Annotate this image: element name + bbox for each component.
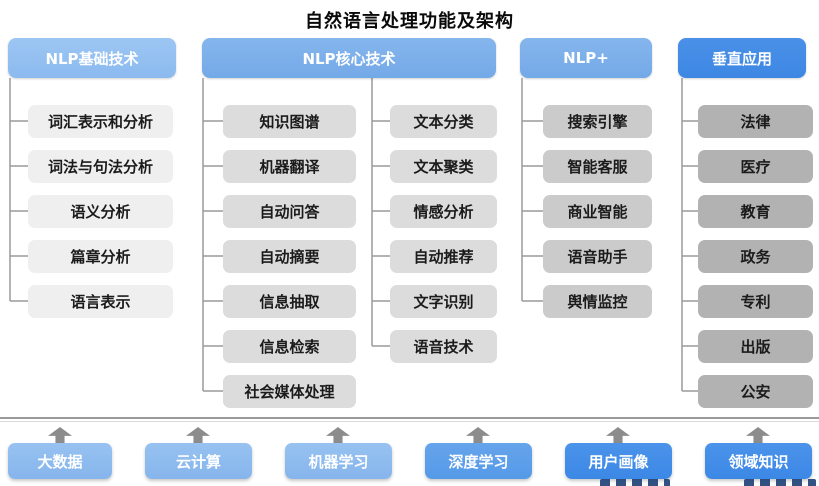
foundation-item: 篇章分析 <box>28 240 173 273</box>
header-vertical-apps: 垂直应用 <box>678 38 806 78</box>
vertical-app-item: 政务 <box>698 240 813 273</box>
vertical-app-item: 公安 <box>698 375 813 408</box>
header-nlp-core: NLP核心技术 <box>202 38 496 78</box>
header-nlp-foundation: NLP基础技术 <box>8 38 176 78</box>
core-item: 知识图谱 <box>223 105 356 138</box>
separator-line-shadow <box>0 421 819 422</box>
core-item: 文字识别 <box>390 285 497 318</box>
support-item: 大数据 <box>8 443 112 479</box>
up-arrow-icon <box>606 427 630 444</box>
diagram-title: 自然语言处理功能及架构 <box>305 11 514 32</box>
watermark-fragment <box>744 479 816 486</box>
vertical-app-item: 教育 <box>698 195 813 228</box>
support-item: 深度学习 <box>425 443 532 479</box>
core-item: 信息抽取 <box>223 285 356 318</box>
header-nlp-plus: NLP+ <box>520 38 652 78</box>
nlp-plus-item: 舆情监控 <box>543 285 652 318</box>
up-arrow-icon <box>48 427 72 444</box>
core-item: 自动推荐 <box>390 240 497 273</box>
up-arrow-icon <box>466 427 490 444</box>
vertical-app-item: 专利 <box>698 285 813 318</box>
core-item: 社会媒体处理 <box>223 375 356 408</box>
foundation-item: 语言表示 <box>28 285 173 318</box>
watermark-fragment <box>600 479 670 486</box>
support-item: 云计算 <box>145 443 252 479</box>
core-item: 信息检索 <box>223 330 356 363</box>
support-item: 用户画像 <box>565 443 672 479</box>
nlp-plus-item: 智能客服 <box>543 150 652 183</box>
support-item: 机器学习 <box>285 443 392 479</box>
nlp-plus-item: 语音助手 <box>543 240 652 273</box>
core-item: 语音技术 <box>390 330 497 363</box>
vertical-app-item: 医疗 <box>698 150 813 183</box>
nlp-plus-item: 商业智能 <box>543 195 652 228</box>
support-item: 领域知识 <box>705 443 812 479</box>
vertical-app-item: 出版 <box>698 330 813 363</box>
vertical-app-item: 法律 <box>698 105 813 138</box>
core-item: 自动问答 <box>223 195 356 228</box>
core-item: 自动摘要 <box>223 240 356 273</box>
foundation-item: 语义分析 <box>28 195 173 228</box>
core-item: 文本聚类 <box>390 150 497 183</box>
core-item: 机器翻译 <box>223 150 356 183</box>
up-arrow-icon <box>746 427 770 444</box>
separator-line <box>0 417 819 419</box>
core-item: 情感分析 <box>390 195 497 228</box>
up-arrow-icon <box>326 427 350 444</box>
foundation-item: 词法与句法分析 <box>28 150 173 183</box>
up-arrow-icon <box>186 427 210 444</box>
core-item: 文本分类 <box>390 105 497 138</box>
nlp-plus-item: 搜索引擎 <box>543 105 652 138</box>
foundation-item: 词汇表示和分析 <box>28 105 173 138</box>
